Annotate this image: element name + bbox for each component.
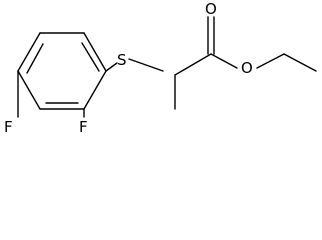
ring-double-bond-inner-2 (26, 43, 44, 74)
chemical-structure: S O O F F (4, 0, 317, 136)
benzene-ring (17, 32, 107, 110)
ring-bond-c6-c1 (83, 32, 107, 72)
atom-fluorine-ortho-label: F (79, 118, 88, 136)
bond-sulfur-ch (128, 58, 164, 72)
bond-carbonyl-ester-oxygen (210, 53, 238, 69)
atom-oxygen-ester-label: O (241, 59, 253, 77)
bond-ch2-ch3 (283, 53, 317, 72)
atom-sulfur-label: S (117, 51, 127, 69)
ring-bond-c4-c5 (17, 32, 41, 72)
ring-bond-c1-c2 (83, 70, 107, 110)
bond-ester-oxygen-ch2 (256, 53, 285, 69)
atom-fluorine-para-label: F (4, 118, 13, 136)
atom-oxygen-carbonyl-label: O (205, 0, 217, 18)
bond-ch-carbonyl-carbon (174, 53, 212, 76)
ring-bond-c3-c4 (17, 70, 41, 110)
bond-ring-sulfur (105, 62, 118, 72)
ring-double-bond-inner-3 (81, 42, 100, 72)
